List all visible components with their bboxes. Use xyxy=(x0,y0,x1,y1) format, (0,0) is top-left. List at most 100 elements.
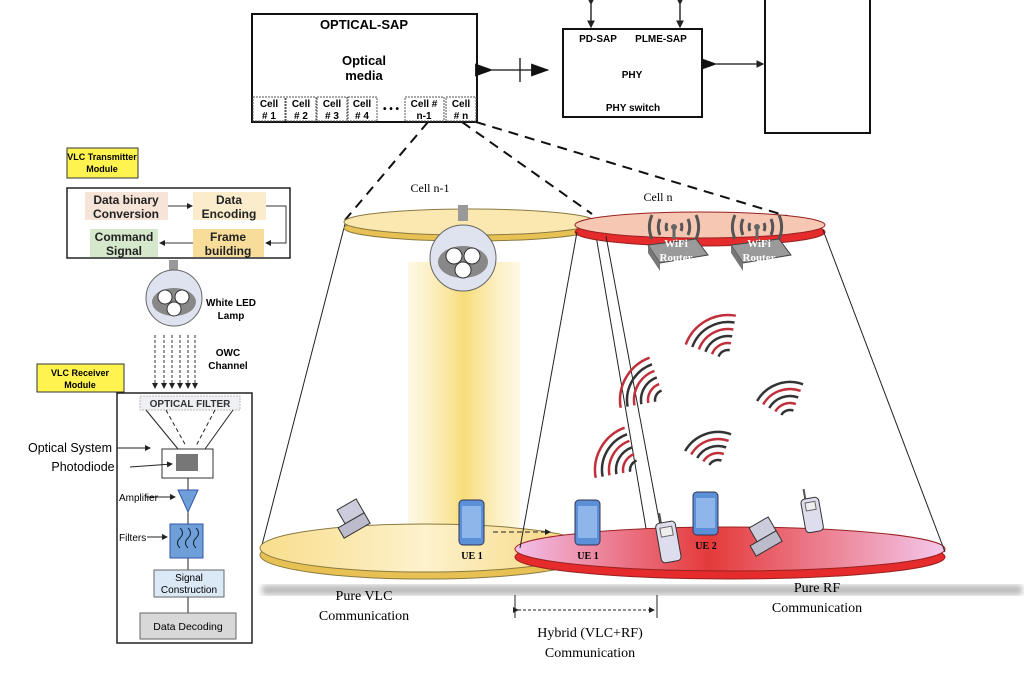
command-signal: Command xyxy=(95,230,154,244)
ue2-label: UE 2 xyxy=(695,541,716,552)
rf-wave-arc xyxy=(780,408,794,416)
rf-wave-arc xyxy=(691,320,735,348)
router-1-label: WiFi xyxy=(664,238,688,250)
rf-wave-arc xyxy=(710,341,732,355)
phy-label: PHY xyxy=(622,70,643,81)
rf-wave-arc xyxy=(607,439,630,476)
rf-wave-arc xyxy=(708,458,722,466)
optical-media-label-2: media xyxy=(345,68,383,83)
rf-wave-arc xyxy=(697,327,734,350)
pure-vlc-label: Pure VLC xyxy=(336,589,393,604)
hybrid-label: Hybrid (VLC+RF) xyxy=(537,626,643,641)
receiver-module-label-2: Module xyxy=(64,380,96,390)
cell-4-label: Cell xyxy=(353,99,372,110)
vlc-transmitter-module: VLC Transmitter Module Data binary Conve… xyxy=(66,147,291,259)
cell-slots xyxy=(252,96,477,122)
wifi-router-2: WiFi Router xyxy=(730,214,792,271)
cellphone-icon xyxy=(655,512,682,564)
vlc-cell xyxy=(259,208,649,580)
laptop-icon xyxy=(336,498,371,539)
frame-building-2: building xyxy=(205,244,252,258)
pure-rf-label-2: Communication xyxy=(772,601,862,616)
rf-wave-arc xyxy=(684,313,737,346)
rf-wave-arc xyxy=(621,452,635,474)
smartphone-ue2-icon xyxy=(692,491,719,536)
cell-3-num: # 3 xyxy=(325,111,339,122)
rf-wave-arc xyxy=(593,426,626,479)
frame-building: Frame xyxy=(210,230,246,244)
owc-channel-rays xyxy=(152,335,198,389)
signal-construction: Signal xyxy=(175,573,203,584)
rf-wave-group xyxy=(593,426,638,479)
cellphone-icon-2 xyxy=(800,488,824,534)
filters-label: Filters xyxy=(119,533,146,544)
rf-wave-group xyxy=(684,313,737,358)
white-led-lamp-label: White LED xyxy=(206,298,256,309)
cell-n-1-title: Cell n-1 xyxy=(411,181,450,195)
white-led-lamp-icon xyxy=(145,260,203,327)
laptop-icon-2 xyxy=(748,516,783,557)
owc-channel-label-2: Channel xyxy=(208,361,248,372)
amplifier-icon xyxy=(177,489,199,514)
cell-ellipsis: • • • xyxy=(383,104,400,115)
command-signal-2: Signal xyxy=(106,244,142,258)
photodiode-icon xyxy=(176,454,198,471)
ceiling-led-lamp-icon xyxy=(429,205,497,292)
signal-construction-2: Construction xyxy=(161,585,217,596)
rf-wave-arc xyxy=(684,430,732,452)
light-beam xyxy=(408,262,520,527)
vlc-receiver-module: VLC Receiver Module OPTICAL FILTER Optic… xyxy=(28,363,253,644)
floor-shadow xyxy=(262,585,1022,595)
optical-system-label: Optical System xyxy=(28,441,112,455)
smartphone-ue1-hybrid-icon xyxy=(574,499,601,546)
data-binary-conversion: Data binary xyxy=(93,193,159,207)
rf-wave-arc xyxy=(768,394,799,409)
router-1-label-2: Router xyxy=(660,252,693,264)
sap-phy-connector xyxy=(475,0,765,82)
rf-wave-arc xyxy=(628,459,638,472)
ue1-hybrid-label: UE 1 xyxy=(577,551,598,562)
filters-icon xyxy=(169,523,204,559)
router-2-label: WiFi xyxy=(747,238,771,250)
optical-media-label: Optical xyxy=(342,53,386,68)
cell-n-title: Cell n xyxy=(644,190,673,204)
data-encoding: Data xyxy=(216,193,242,207)
rf-wave-arc xyxy=(625,363,653,407)
zoom-dashed-lines xyxy=(344,121,801,221)
transmitter-flow-arrows xyxy=(159,203,287,246)
cell-4-num: # 4 xyxy=(355,111,369,122)
upper-layer-block xyxy=(764,0,871,134)
rf-wave-arc xyxy=(704,334,733,353)
rf-wave-arc xyxy=(717,348,730,358)
hybrid-range-marker xyxy=(513,595,658,618)
optical-sap-title: OPTICAL-SAP xyxy=(320,17,408,32)
plme-sap-label: PLME-SAP xyxy=(635,34,687,45)
cell-n-1-num: n-1 xyxy=(417,111,432,122)
hybrid-label-2: Communication xyxy=(545,646,635,661)
optical-sap-block: OPTICAL-SAP Optical media Cell # 1 Cell … xyxy=(251,13,478,123)
receiver-module-label: VLC Receiver xyxy=(51,368,110,378)
rf-wave-arc xyxy=(774,401,797,413)
phy-block: PD-SAP PLME-SAP PHY PHY switch xyxy=(562,28,703,118)
rf-wave-arc xyxy=(632,369,655,406)
rf-wave-arc xyxy=(618,356,651,409)
data-encoding-2: Encoding xyxy=(202,207,257,221)
ue1-vlc-label: UE 1 xyxy=(461,551,482,562)
rf-wave-arc xyxy=(614,446,633,475)
white-led-lamp-label-2: Lamp xyxy=(218,311,245,322)
wifi-router-1: WiFi Router xyxy=(647,214,709,271)
cell-3-label: Cell xyxy=(323,99,342,110)
rf-wave-arc xyxy=(646,382,660,404)
transmitter-module-label-box xyxy=(66,147,139,179)
rf-wave-group xyxy=(756,380,804,416)
cell-n-label: Cell xyxy=(452,99,471,110)
optical-filter-label: OPTICAL FILTER xyxy=(150,399,232,410)
rf-wave-arc xyxy=(696,444,727,459)
cell-n-1-label: Cell # xyxy=(411,99,438,110)
transmitter-module-label-2: Module xyxy=(86,164,118,174)
smartphone-ue1-vlc-icon xyxy=(458,499,485,546)
transmitter-module-label: VLC Transmitter xyxy=(67,152,137,162)
cell-2-label: Cell xyxy=(292,99,311,110)
